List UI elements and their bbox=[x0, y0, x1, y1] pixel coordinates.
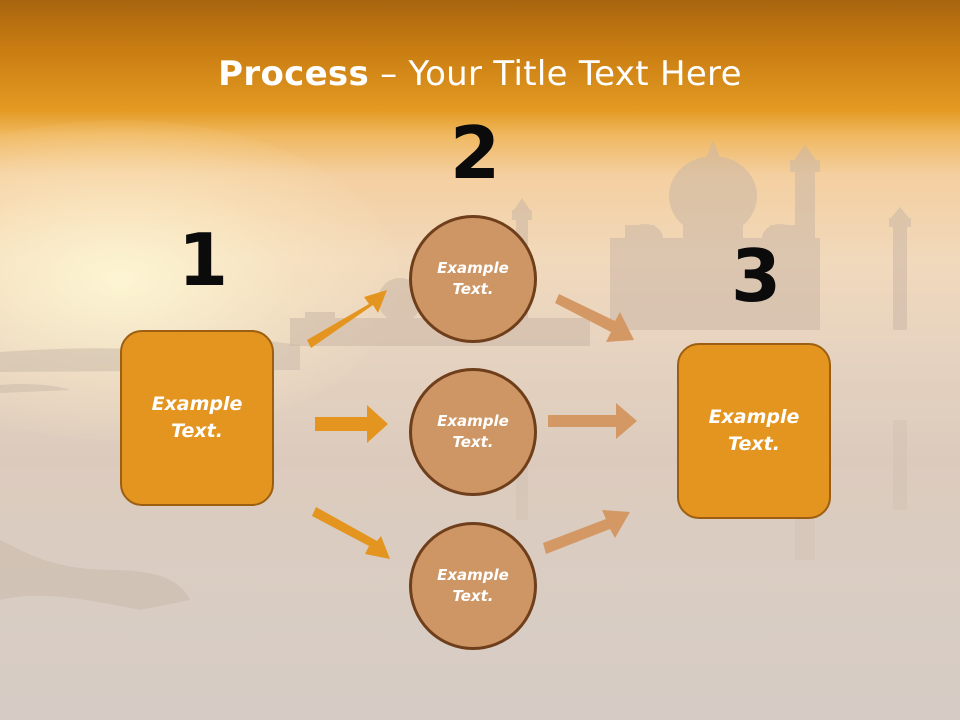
slide-title: Process – Your Title Text Here bbox=[0, 54, 960, 94]
arrow-1-to-top-circle bbox=[307, 290, 387, 348]
circle-middle-line-2: Text. bbox=[452, 433, 494, 451]
step-number-2: 2 bbox=[450, 111, 501, 195]
title-bold-part: Process bbox=[218, 54, 370, 94]
arrow-1-to-bottom-circle bbox=[312, 507, 390, 559]
arrow-1-to-middle-circle bbox=[315, 405, 388, 443]
step-3-box-text: Example Text. bbox=[709, 404, 800, 457]
arrow-bottom-circle-to-3 bbox=[543, 510, 630, 554]
step-1-box-text: Example Text. bbox=[152, 391, 243, 444]
step-number-1: 1 bbox=[178, 218, 229, 302]
step-1-box: Example Text. bbox=[120, 330, 274, 506]
step-2-circle-middle: Example Text. bbox=[409, 368, 537, 496]
circle-bottom-line-1: Example bbox=[437, 566, 509, 584]
step-1-line-1: Example bbox=[151, 393, 243, 416]
step-3-line-1: Example bbox=[708, 406, 800, 429]
title-rest-part: – Your Title Text Here bbox=[369, 54, 742, 94]
step-2-circle-top: Example Text. bbox=[409, 215, 537, 343]
arrow-top-circle-to-3 bbox=[555, 294, 634, 342]
step-2-circle-bottom: Example Text. bbox=[409, 522, 537, 650]
step-number-3: 3 bbox=[731, 234, 782, 318]
step-3-line-2: Text. bbox=[728, 433, 780, 455]
circle-top-line-2: Text. bbox=[452, 280, 494, 298]
arrow-middle-circle-to-3 bbox=[548, 403, 637, 439]
circle-bottom-line-2: Text. bbox=[452, 587, 494, 605]
circle-top-text: Example Text. bbox=[437, 258, 509, 300]
circle-bottom-text: Example Text. bbox=[437, 565, 509, 607]
step-3-box: Example Text. bbox=[677, 343, 831, 519]
step-1-line-2: Text. bbox=[171, 420, 223, 442]
circle-top-line-1: Example bbox=[437, 259, 509, 277]
circle-middle-text: Example Text. bbox=[437, 411, 509, 453]
circle-middle-line-1: Example bbox=[437, 412, 509, 430]
